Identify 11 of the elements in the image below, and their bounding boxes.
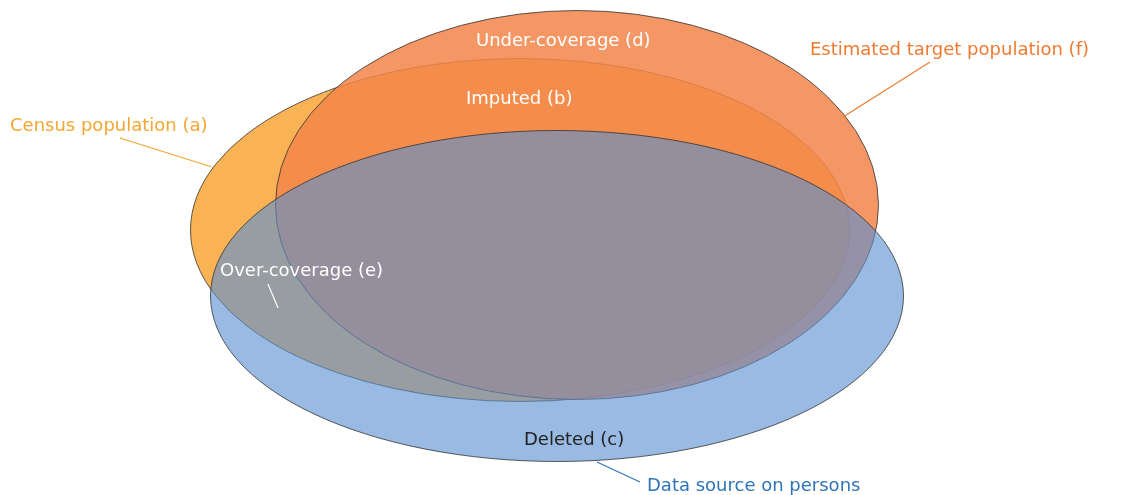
callout-label: Over-coverage (e) xyxy=(220,259,384,281)
callout-label: Data source on persons xyxy=(647,474,861,495)
leader-line xyxy=(267,283,279,309)
leader-line xyxy=(119,137,213,168)
region-label: Imputed (b) xyxy=(466,87,573,109)
leader-line xyxy=(842,61,931,118)
callout-label: Census population (a) xyxy=(10,114,208,136)
callout-label: Estimated target population (f) xyxy=(810,38,1089,60)
region-label: Deleted (c) xyxy=(524,428,625,450)
leader-line xyxy=(596,461,641,483)
region-label: Under-coverage (d) xyxy=(476,29,651,51)
